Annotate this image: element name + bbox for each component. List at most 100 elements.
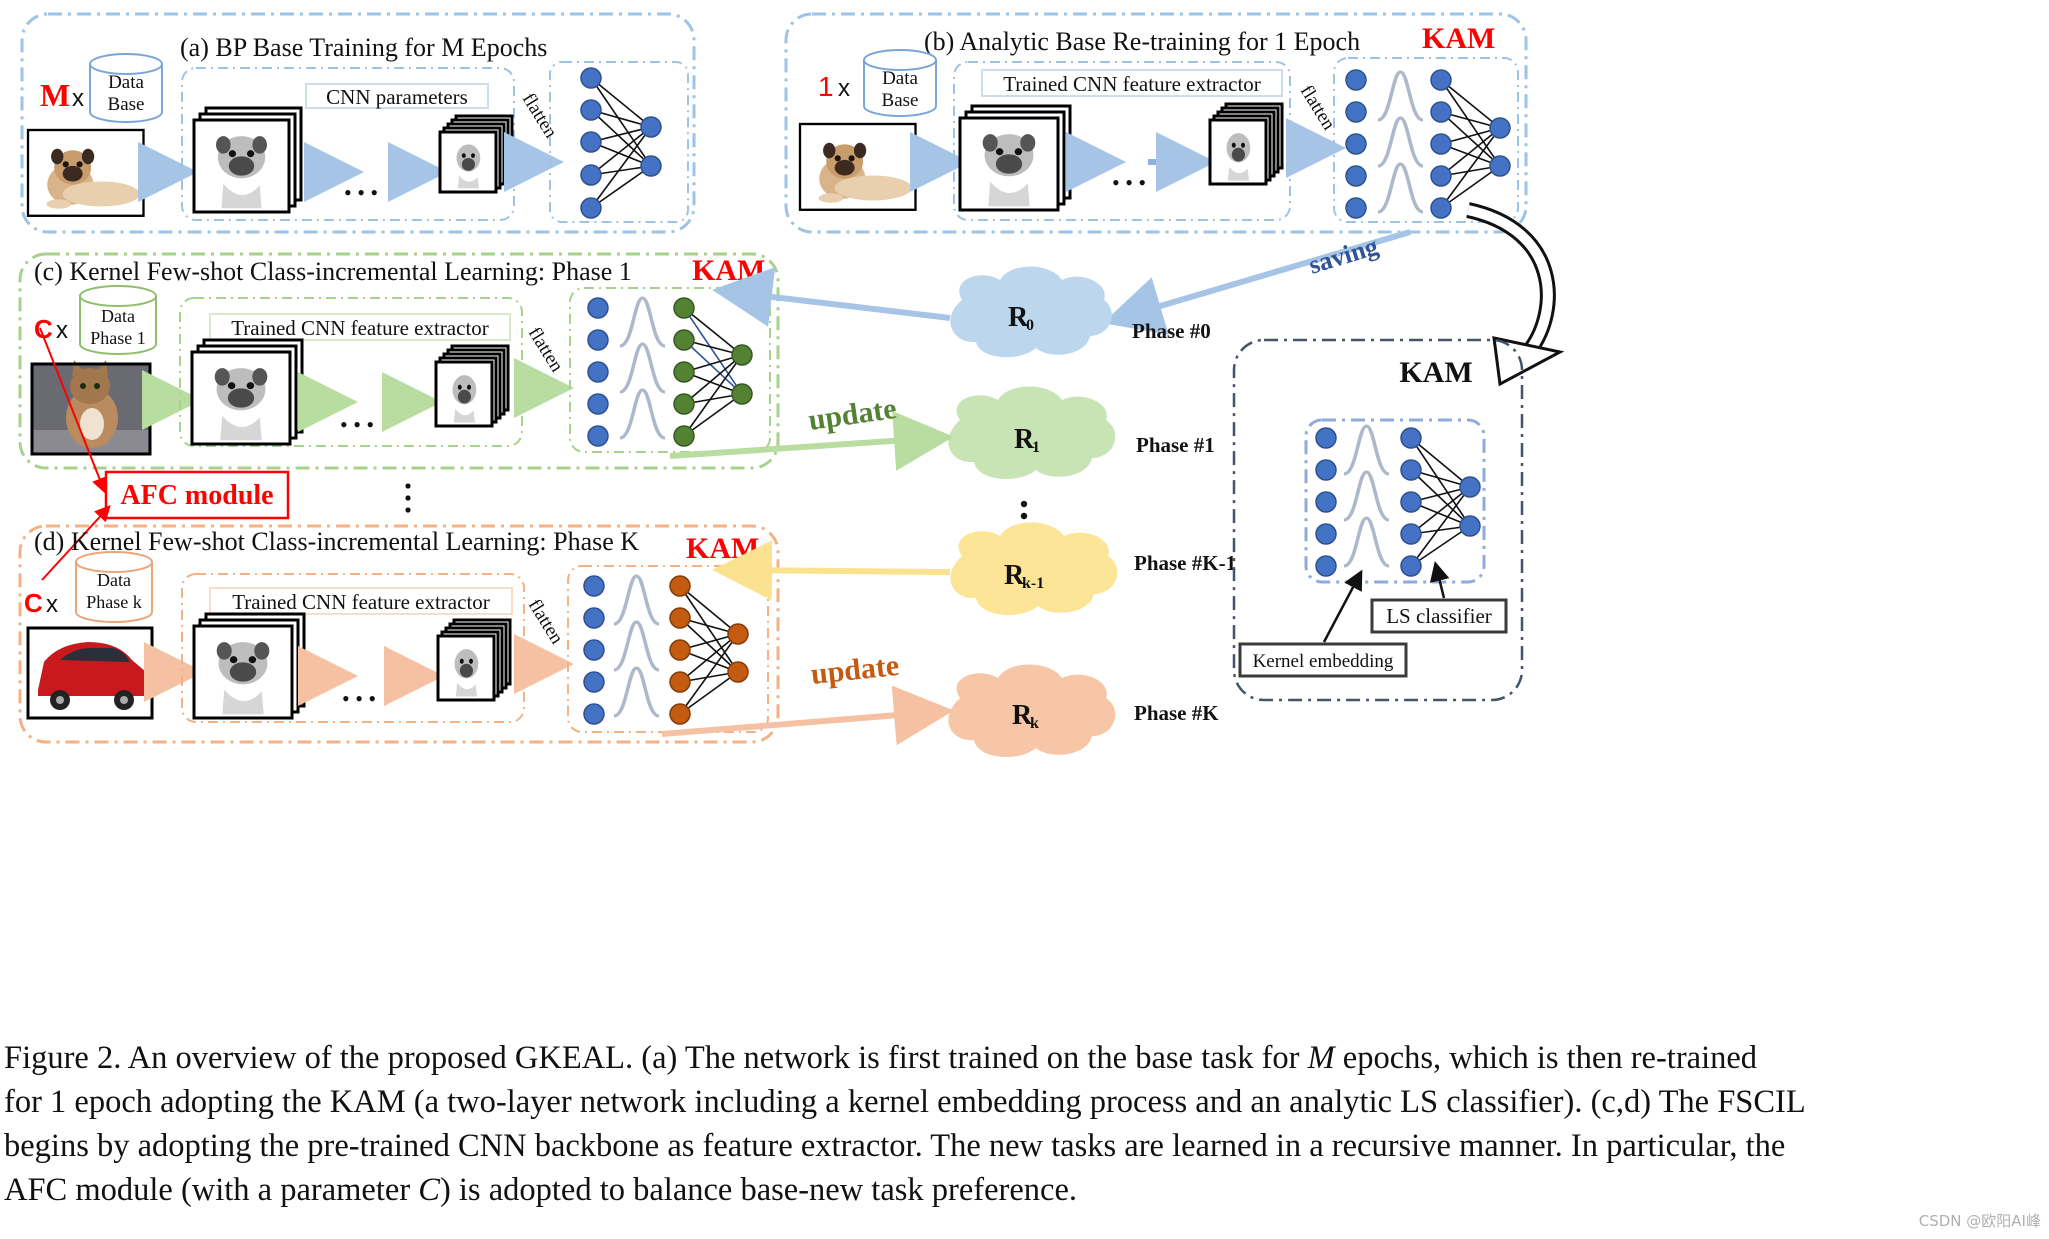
database-icon (863, 49, 937, 117)
panel-d-times: x (46, 591, 58, 618)
watermark: CSDN @欧阳AI峰 (1918, 1212, 2041, 1230)
memory-cloud-r0: R 0 (950, 266, 1112, 358)
feature-extractor-box (953, 61, 1291, 221)
feature-map-stack-large (958, 104, 1072, 212)
kernel-gaussians (1342, 424, 1391, 568)
db-label-line1: Data (882, 68, 918, 89)
saving-label: saving (1305, 231, 1381, 279)
car-image (26, 626, 154, 720)
panel-c-multiplier: C (34, 314, 53, 344)
vertical-ellipsis (405, 483, 411, 513)
pointer-arrow (1322, 569, 1363, 643)
kernel-gaussians (1376, 70, 1425, 214)
feature-extractor-box (181, 573, 525, 723)
feature-map-stack-large (192, 612, 306, 720)
db-label-line2: Phase k (86, 592, 142, 612)
ellipsis-dots: • • • (342, 686, 376, 711)
memory-cloud-rk: R k (948, 664, 1116, 758)
saving-arrow (1102, 229, 1411, 335)
ellipsis-dots: • • • (344, 180, 378, 205)
feature-map-stack-large (190, 338, 304, 446)
afc-module-label: AFC module (120, 480, 273, 511)
update-arrow (669, 410, 954, 471)
kam-detail-title: KAM (1399, 356, 1472, 389)
kam-detail-box (1304, 418, 1486, 584)
neuron-nodes (1315, 427, 1481, 577)
kam-box (1333, 57, 1519, 223)
feature-map-stack-small (436, 618, 512, 702)
caption-line-3: begins by adopting the pre-trained CNN b… (4, 1128, 1786, 1164)
memory-sub: k-1 (1022, 575, 1044, 592)
flatten-label: flatten (1296, 82, 1340, 135)
panel-a: (a) BP Base Training for M Epochs M x Da… (20, 12, 696, 234)
database-icon (79, 285, 157, 355)
ls-classifier-box (1370, 598, 1508, 634)
neuron-nodes-green (673, 297, 753, 447)
neuron-nodes (580, 67, 662, 219)
pug-image (26, 128, 145, 217)
restore-arrow (712, 267, 951, 327)
panel-c-title: (c) Kernel Few-shot Class-incremental Le… (34, 257, 632, 286)
cat-image (30, 360, 152, 456)
cnn-box (181, 67, 515, 221)
feature-map-stack-small (434, 344, 510, 428)
memory-cloud-r1: R 1 (948, 386, 1116, 480)
panel-d-title: (d) Kernel Few-shot Class-incremental Le… (34, 527, 639, 556)
afc-module-box (104, 470, 290, 520)
memory-label: R (1004, 560, 1025, 591)
db-label-line2: Phase 1 (90, 328, 146, 348)
ellipsis-dots: • • • (340, 412, 374, 437)
phase-label: Phase #0 (1132, 319, 1211, 343)
phase-label: Phase #1 (1136, 433, 1215, 457)
caption-line-4: AFC module (with a parameter C) is adopt… (4, 1172, 1078, 1208)
neuron-nodes (583, 575, 605, 725)
feature-extractor-label: Trained CNN feature extractor (232, 590, 490, 614)
neuron-nodes-orange (669, 575, 749, 725)
pointer-arrow (1429, 561, 1450, 599)
memory-sub: 1 (1032, 439, 1040, 456)
kam-detail-panel: KAM LS classifier Kernel embedding (1232, 338, 1524, 702)
restore-arrow (712, 540, 951, 601)
db-label-line2: Base (882, 90, 919, 111)
flatten-label: flatten (524, 324, 568, 377)
panel-d-multiplier: C (24, 588, 43, 618)
db-label-line1: Data (101, 306, 135, 326)
memory-cloud-rk-1: R k-1 (950, 522, 1118, 616)
feature-extractor-label: Trained CNN feature extractor (1003, 72, 1261, 96)
cnn-box-label: CNN parameters (326, 85, 468, 109)
memory-label: R (1008, 302, 1029, 333)
feature-map-stack-small (1208, 102, 1284, 186)
pug-image (798, 122, 917, 211)
phase-label: Phase #K (1134, 701, 1219, 725)
kam-label: KAM (686, 532, 759, 565)
feature-map-stack-large (192, 106, 303, 214)
db-label-line1: Data (108, 72, 144, 93)
flatten-label: flatten (524, 596, 568, 649)
neuron-nodes (1345, 69, 1511, 219)
caption-line-2: for 1 epoch adopting the KAM (a two-laye… (4, 1084, 1806, 1120)
kernel-gaussians (618, 296, 667, 440)
panel-c: (c) Kernel Few-shot Class-incremental Le… (18, 252, 780, 470)
database-icon (75, 551, 153, 623)
feature-extractor-label: Trained CNN feature extractor (231, 316, 489, 340)
neuron-nodes (587, 297, 609, 447)
kernel-embedding-box (1238, 642, 1408, 678)
kam-box (567, 565, 769, 733)
memory-label: R (1014, 424, 1035, 455)
kernel-embedding-label: Kernel embedding (1253, 651, 1394, 672)
classifier-box (549, 61, 689, 223)
panel-a-multiplier: M (40, 77, 70, 113)
ellipsis-dots: • • • (1112, 170, 1146, 195)
curved-hollow-arrow (1466, 202, 1565, 387)
kernel-gaussians (612, 574, 661, 718)
feature-map-stack-small (438, 114, 514, 194)
memory-sub: k (1030, 715, 1039, 732)
afc-arrow-from-c (39, 327, 108, 494)
panel-c-times: x (56, 317, 68, 344)
panel-a-title: (a) BP Base Training for M Epochs (180, 33, 547, 62)
figure-caption: Figure 2. An overview of the proposed GK… (4, 1036, 2024, 1212)
db-label-line1: Data (97, 570, 131, 590)
panel-b: (b) Analytic Base Re-training for 1 Epoc… (784, 12, 1528, 234)
kam-label: KAM (1422, 22, 1495, 55)
